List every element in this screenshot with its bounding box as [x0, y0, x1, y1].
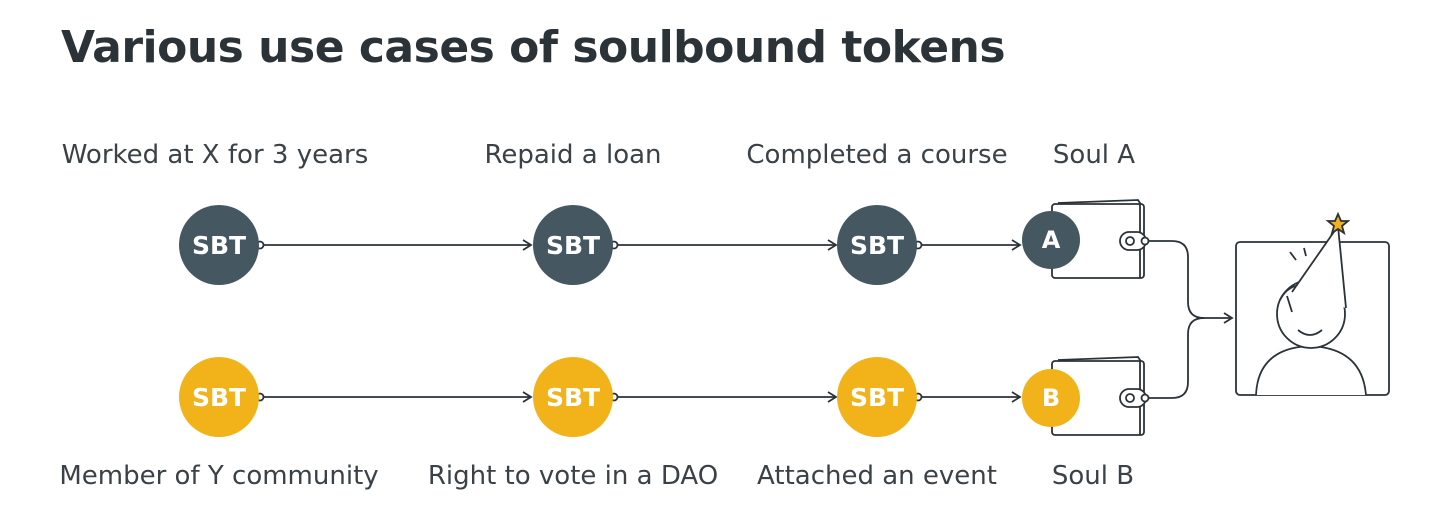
person-party-hat-icon	[1235, 211, 1390, 396]
sbt-token-bottom-1: SBT	[179, 357, 259, 437]
bottom-label-3: Attached an event	[757, 461, 997, 491]
sbt-token-top-3: SBT	[837, 205, 917, 285]
sbt-token-top-2: SBT	[533, 205, 613, 285]
wallet-icon	[1051, 199, 1150, 279]
top-label-1: Worked at X for 3 years	[61, 140, 369, 170]
soul-b-label: Soul B	[1051, 461, 1135, 491]
soul-a-label: Soul A	[1052, 140, 1136, 170]
soul-b-badge: B	[1022, 369, 1080, 427]
sbt-token-bottom-3: SBT	[837, 357, 917, 437]
top-label-2: Repaid a loan	[484, 140, 662, 170]
bottom-label-2: Right to vote in a DAO	[427, 461, 719, 491]
merge-connector	[1149, 240, 1234, 399]
page-title: Various use cases of soulbound tokens	[61, 22, 1006, 73]
sbt-token-bottom-2: SBT	[533, 357, 613, 437]
sbt-token-top-1: SBT	[179, 205, 259, 285]
bottom-label-1: Member of Y community	[59, 461, 379, 491]
soul-a-badge: A	[1022, 211, 1080, 269]
top-label-3: Completed a course	[746, 140, 1008, 170]
